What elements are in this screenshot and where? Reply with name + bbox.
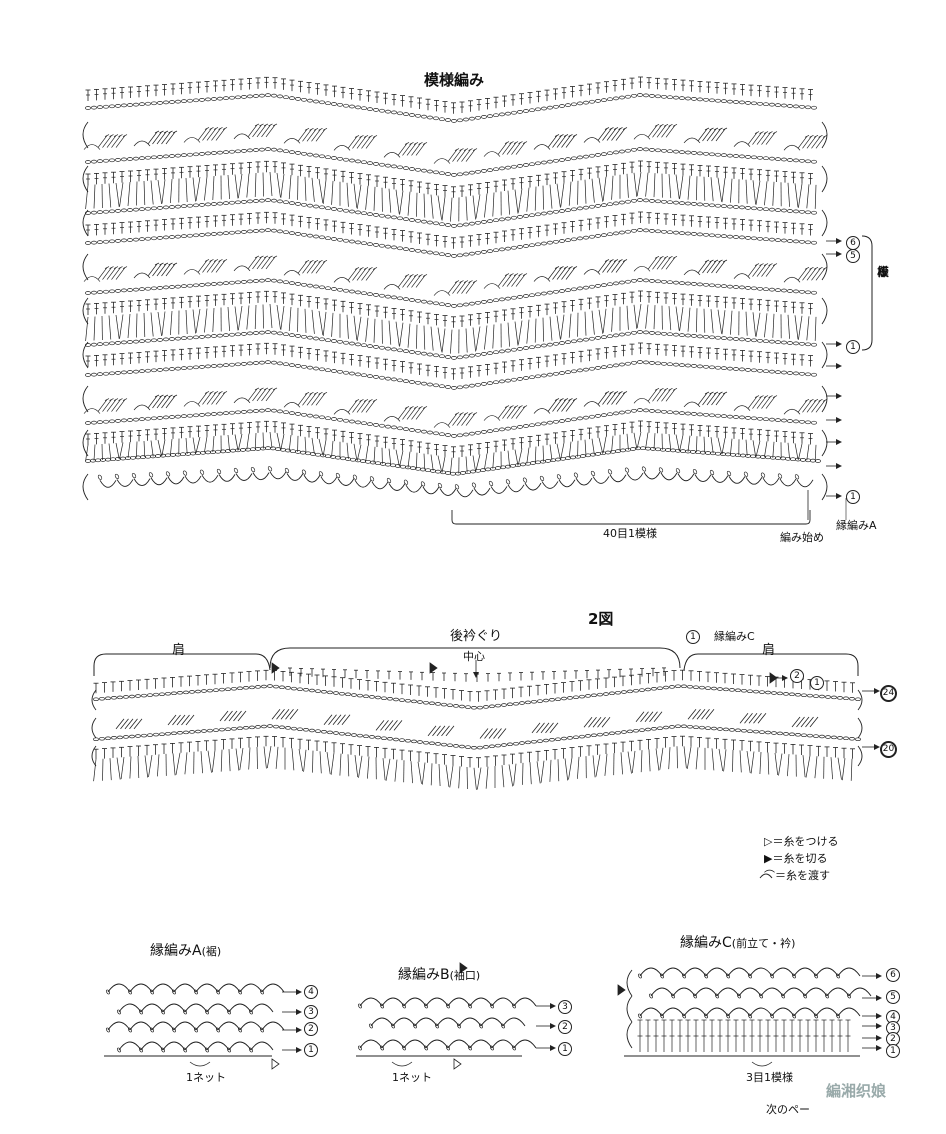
- neck-label: 後衿ぐり: [450, 629, 503, 644]
- edging-b-unit: 1ネット: [392, 1071, 432, 1084]
- start-label: 編み始め: [780, 531, 824, 544]
- fig2-row-marker: 1: [810, 676, 824, 690]
- edging-a-unit: 1ネット: [186, 1071, 226, 1084]
- edge-c-label: 縁編みC: [714, 630, 755, 643]
- rows-label-char: 1: [879, 265, 887, 279]
- watermark: 編湘织娘: [826, 1082, 887, 1100]
- center-label: 中心: [463, 650, 485, 663]
- fig2-side-marker: 24: [880, 685, 897, 702]
- legend-text: ＝糸を切る: [772, 852, 828, 865]
- legend-item: ▷＝糸をつける: [764, 836, 838, 847]
- edging-a-title-text: 縁編みA: [150, 943, 202, 959]
- rows-label-char: 6: [879, 265, 887, 279]
- edging-c-row: 5: [886, 990, 900, 1004]
- edging-a-note: (裾): [201, 945, 222, 958]
- edging-c-footer: 次のペー: [766, 1103, 810, 1116]
- rows-label-char: 模: [876, 265, 889, 279]
- edging-c-title-text: 縁編みC: [680, 935, 732, 951]
- rows-label-char: 様: [876, 265, 889, 279]
- legend-item: ⌒＝糸を渡す: [764, 870, 838, 881]
- edging-c-title: 縁編みC(前立て・衿): [680, 936, 795, 950]
- edging-b-row: 2: [558, 1020, 572, 1034]
- legend-text: ＝糸を渡す: [775, 869, 830, 882]
- row-marker: 5: [846, 249, 860, 263]
- legend: ▷＝糸をつける ▶＝糸を切る ⌒＝糸を渡す: [764, 836, 838, 881]
- attach-yarn-icon: ▷: [764, 835, 773, 848]
- edging-b-title: 縁編みB(袖口): [398, 968, 480, 982]
- edging-c-row: 1: [886, 1044, 900, 1058]
- fig2-title: 2図: [588, 610, 614, 628]
- rows-label-char: 段: [876, 265, 889, 279]
- edging-a-label: 縁編みA: [836, 519, 877, 532]
- edging-c-note: (前立て・衿): [731, 937, 796, 950]
- edging-a-row: 4: [304, 985, 318, 999]
- edging-b-row: 3: [558, 1000, 572, 1014]
- edging-a-title: 縁編みA(裾): [150, 944, 221, 958]
- main-chart-title: 模様編み: [424, 71, 485, 89]
- cut-yarn-icon: ▶: [764, 852, 773, 865]
- edging-a-row: 2: [304, 1022, 318, 1036]
- carry-yarn-icon: ⌒: [764, 869, 775, 882]
- repeat-label: 40目1模様: [603, 527, 657, 540]
- fig2-row-marker: 2: [790, 669, 804, 683]
- row-marker: 1: [846, 340, 860, 354]
- shoulder-right-label: 肩: [762, 643, 776, 658]
- edging-b-note: (袖口): [449, 969, 481, 982]
- row-marker: 6: [846, 236, 860, 250]
- edge-c-marker: 1: [686, 630, 700, 644]
- legend-item: ▶＝糸を切る: [764, 853, 838, 864]
- edging-b-row: 1: [558, 1042, 572, 1056]
- edging-a-row: 3: [304, 1005, 318, 1019]
- edging-b-title-text: 縁編みB: [398, 967, 450, 983]
- shoulder-left-label: 肩: [172, 643, 186, 658]
- row-marker: 1: [846, 490, 860, 504]
- edging-c-row: 6: [886, 968, 900, 982]
- edging-a-row: 1: [304, 1043, 318, 1057]
- legend-text: ＝糸をつける: [772, 835, 839, 848]
- fig2-side-marker: 20: [880, 741, 897, 758]
- edging-c-unit: 3目1模様: [746, 1071, 793, 1084]
